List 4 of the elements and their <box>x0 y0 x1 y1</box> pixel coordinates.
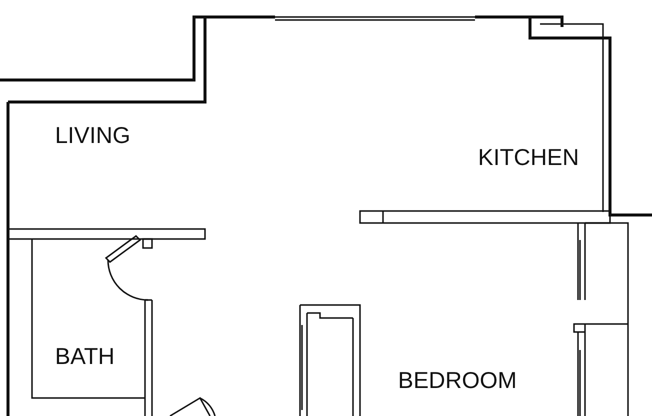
room-label: BEDROOM <box>398 369 517 392</box>
room-label: LIVING <box>55 124 130 147</box>
room-label: KITCHEN <box>478 146 579 169</box>
room-label: BATH <box>55 345 115 368</box>
